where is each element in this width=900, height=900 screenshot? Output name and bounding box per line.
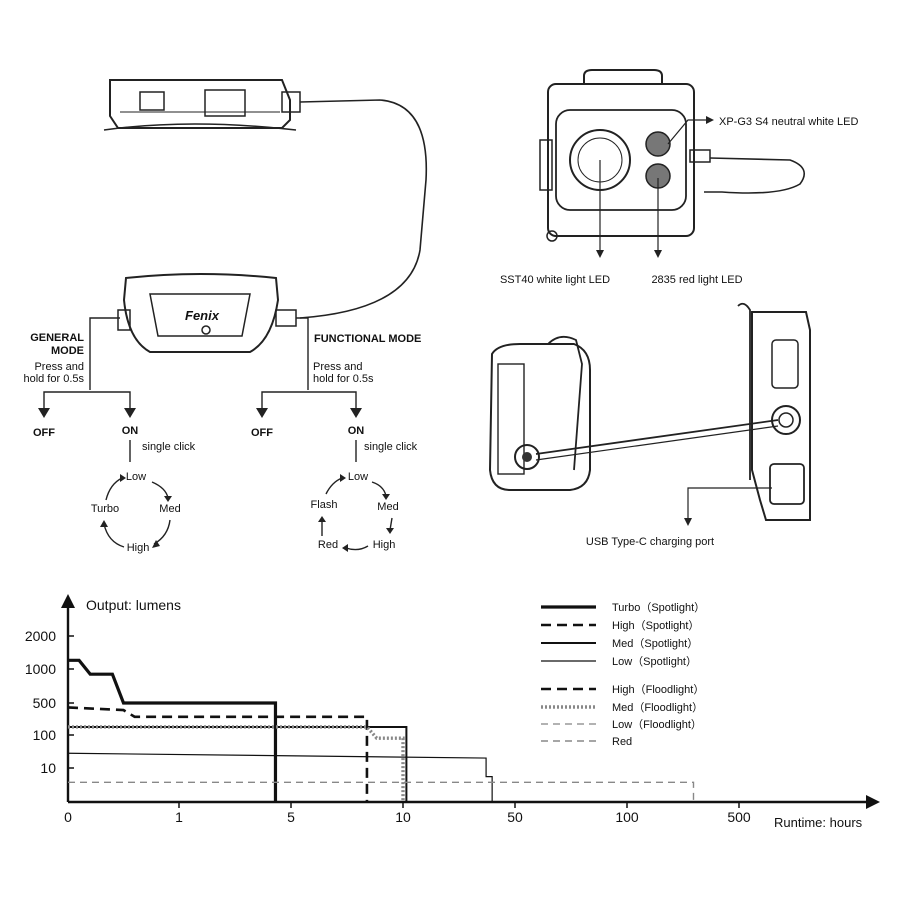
general-mode-block: GENERAL MODE Press and hold for 0.5s OFF…	[23, 332, 195, 554]
arrow-on-functional	[350, 408, 362, 418]
legend-label: Turbo（Spotlight）	[612, 601, 705, 614]
remote-switch-illustration	[103, 79, 428, 319]
series-line-1	[67, 706, 369, 802]
general-off-label: OFF	[33, 427, 55, 439]
y-tick-label: 2000	[25, 628, 56, 644]
series-line-3	[67, 752, 493, 802]
front-view-illustration: XP-G3 S4 neutral white LED SST40 white l…	[500, 69, 858, 286]
y-tick-label: 10	[40, 760, 56, 776]
red-led-label: 2835 red light LED	[651, 274, 742, 286]
runtime-chart: Output: lumens Runtime: hours 2000100050…	[25, 594, 880, 830]
usb-port	[769, 463, 805, 505]
general-mode-title-1: GENERAL	[30, 332, 84, 344]
functional-click-label: single click	[364, 441, 418, 453]
series-line-7	[68, 781, 695, 802]
x-tick-label: 0	[64, 809, 72, 825]
functional-mode-instr-1: Press and	[313, 361, 363, 373]
general-cycle-med: Med	[159, 503, 180, 515]
usb-port-label: USB Type-C charging port	[586, 536, 714, 548]
chart-xlabel: Runtime: hours	[774, 815, 863, 830]
chart-ylabel: Output: lumens	[86, 597, 181, 613]
general-click-label: single click	[142, 441, 196, 453]
x-tick-label: 500	[727, 809, 751, 825]
x-tick-label: 100	[615, 809, 639, 825]
x-tick-label: 50	[507, 809, 523, 825]
headlamp-illustration: Fenix	[117, 273, 297, 353]
functional-mode-title: FUNCTIONAL MODE	[314, 333, 421, 345]
y-tick-label: 100	[33, 727, 57, 743]
functional-mode-instr-2: hold for 0.5s	[313, 373, 374, 385]
legend-label: Low（Floodlight）	[612, 718, 702, 731]
functional-cycle-red: Red	[318, 539, 338, 551]
legend-label: Med（Spotlight）	[612, 637, 698, 650]
series-line-0	[68, 658, 278, 802]
functional-cycle-med: Med	[377, 501, 398, 513]
series-line-2	[68, 725, 408, 802]
functional-mode-block: FUNCTIONAL MODE Press and hold for 0.5s …	[251, 333, 421, 552]
x-tick-label: 10	[395, 809, 411, 825]
functional-cycle-low: Low	[348, 471, 368, 483]
functional-on-label: ON	[348, 425, 365, 437]
y-tick-label: 500	[33, 695, 57, 711]
xpg3-led-label: XP-G3 S4 neutral white LED	[719, 116, 858, 128]
y-axis-arrow	[61, 594, 75, 608]
general-mode-instr-1: Press and	[34, 361, 84, 373]
legend-label: Red	[612, 736, 632, 748]
brand-logo: Fenix	[185, 308, 220, 323]
functional-cycle-high: High	[373, 539, 396, 551]
functional-off-label: OFF	[251, 427, 273, 439]
legend-label: High（Floodlight）	[612, 683, 704, 696]
general-mode-instr-2: hold for 0.5s	[23, 373, 84, 385]
arrow-on-general	[124, 408, 136, 418]
red-led-upper	[645, 131, 671, 157]
mode-connector-lines	[38, 317, 362, 462]
series-line-5	[68, 725, 405, 802]
arrow-off-general	[38, 408, 50, 418]
legend-label: Low（Spotlight）	[612, 655, 697, 668]
legend-label: High（Spotlight）	[612, 619, 699, 632]
sst40-led-label: SST40 white light LED	[500, 274, 610, 286]
general-cycle-high: High	[127, 542, 150, 554]
legend-label: Med（Floodlight）	[612, 701, 703, 714]
y-tick-label: 1000	[25, 661, 56, 677]
functional-cycle-flash: Flash	[311, 499, 338, 511]
general-mode-title-2: MODE	[51, 345, 84, 357]
arrow-off-functional	[256, 408, 268, 418]
general-cycle-turbo: Turbo	[91, 503, 119, 515]
x-axis-arrow	[866, 795, 880, 809]
x-tick-label: 5	[287, 809, 295, 825]
side-view-illustration: USB Type-C charging port	[488, 302, 811, 548]
general-cycle-low: Low	[126, 471, 146, 483]
x-tick-label: 1	[175, 809, 183, 825]
general-on-label: ON	[122, 425, 139, 437]
